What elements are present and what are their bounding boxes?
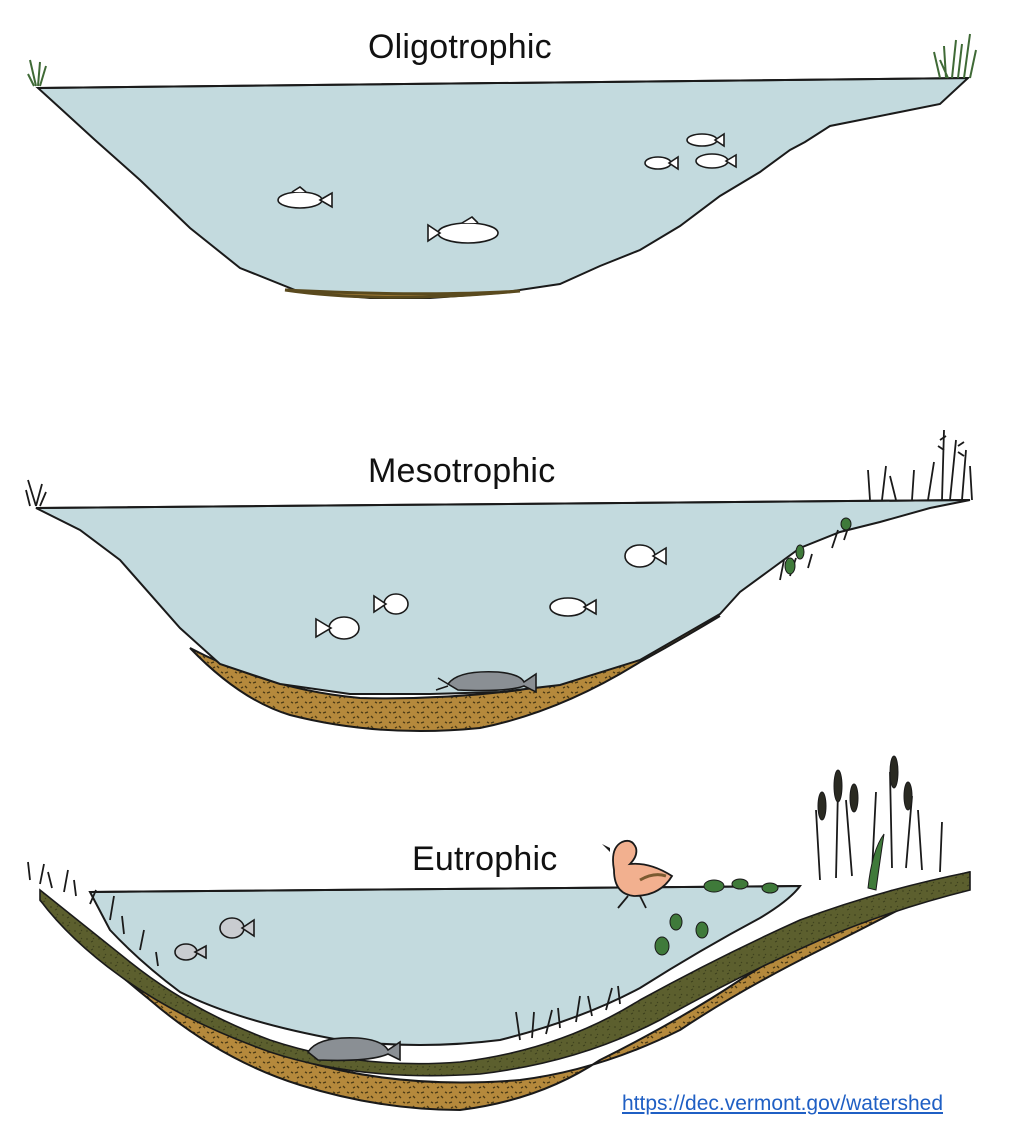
eutrophic-cattail-heads — [818, 756, 912, 820]
oligotrophic-lake — [28, 34, 976, 298]
oligotrophic-water — [38, 78, 968, 298]
oligotrophic-right-shore-plant — [934, 34, 976, 78]
mesotrophic-left-shore-plant — [26, 480, 46, 506]
eutrophic-lake — [28, 756, 970, 1110]
eutrophic-title: Eutrophic — [412, 840, 557, 879]
source-link[interactable]: https://dec.vermont.gov/watershed — [622, 1092, 943, 1116]
oligotrophic-title: Oligotrophic — [368, 28, 552, 67]
mesotrophic-title: Mesotrophic — [368, 452, 555, 491]
mesotrophic-water — [36, 500, 970, 694]
oligotrophic-left-shore-plant — [28, 60, 46, 86]
